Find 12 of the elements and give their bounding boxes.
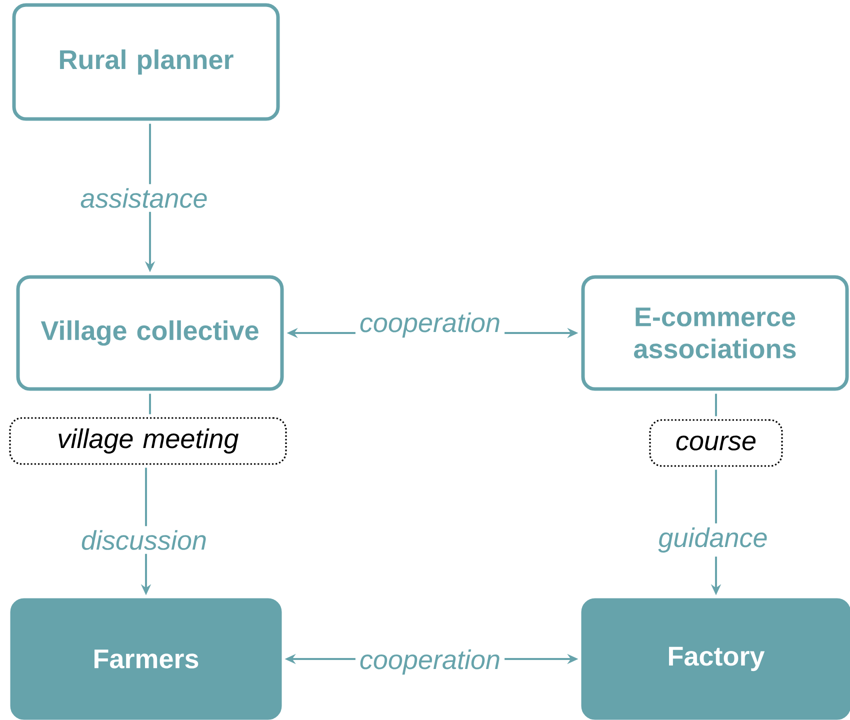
dotted-label-box: course bbox=[649, 419, 783, 467]
process-box: Village collective bbox=[16, 275, 284, 391]
edge-label: cooperation bbox=[355, 645, 505, 679]
edge-label: discussion bbox=[76, 526, 212, 554]
process-box: Rural planner bbox=[12, 3, 280, 121]
edge-label: guidance bbox=[654, 523, 772, 557]
edge-label: cooperation bbox=[355, 308, 505, 342]
process-box: E-commerce associations bbox=[581, 275, 849, 391]
dotted-label-box: village meeting bbox=[9, 417, 287, 465]
process-box: Factory bbox=[581, 598, 850, 720]
edge-label: assistance bbox=[76, 184, 212, 212]
process-box: Farmers bbox=[10, 598, 282, 720]
